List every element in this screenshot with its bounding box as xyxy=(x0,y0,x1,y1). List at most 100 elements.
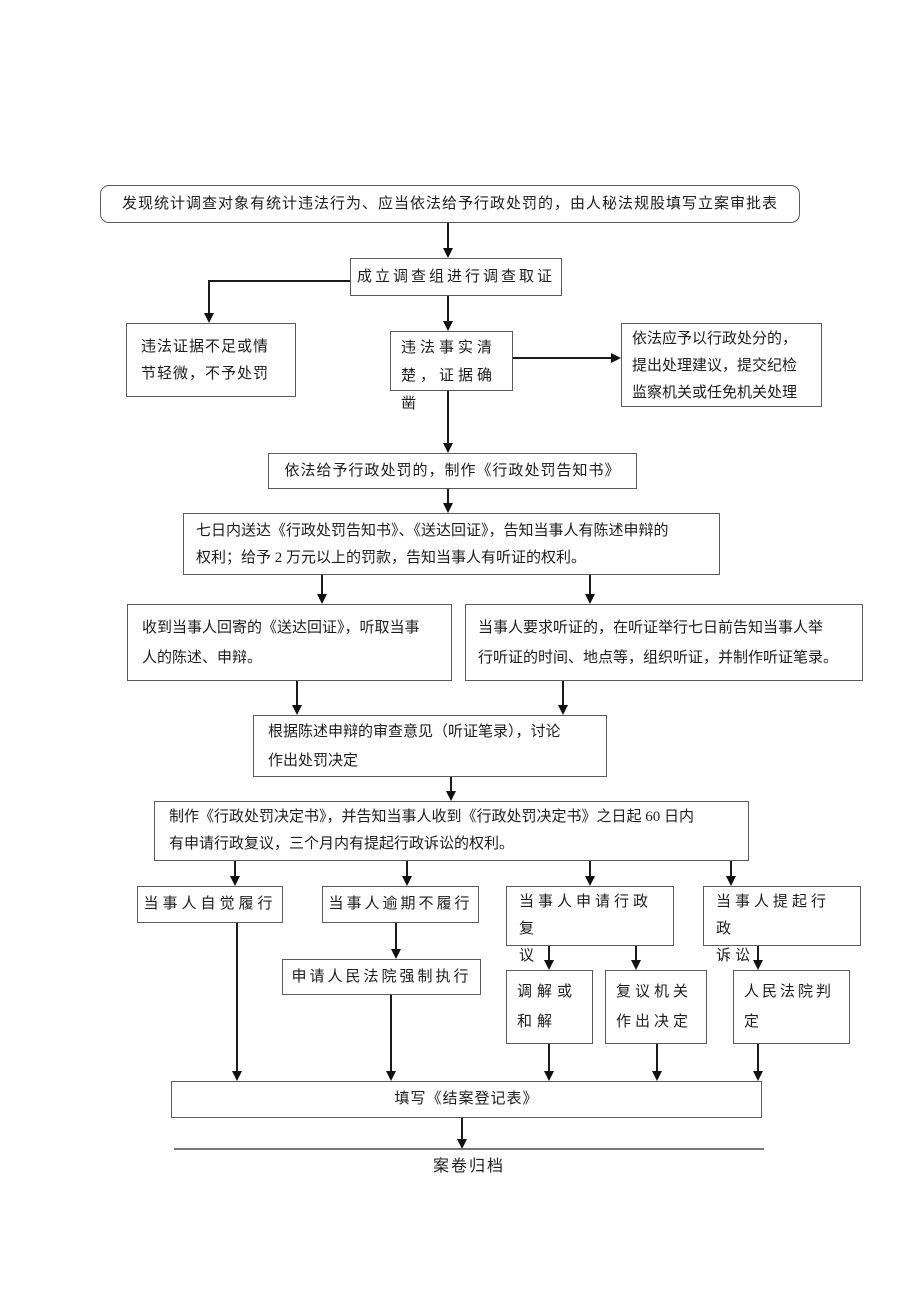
node-line: 行听证的时间、地点等，组织听证，并制作听证笔录。 xyxy=(478,650,839,666)
node-line: 当事人要求听证的，在听证举行七日前告知当事人举 xyxy=(478,620,824,636)
node-line: 定 xyxy=(744,1014,763,1030)
node-decision: 制作《行政处罚决定书》，并告知当事人收到《行政处罚决定书》之日起 60 日内 有… xyxy=(154,801,749,861)
node-comply: 当事人自觉履行 xyxy=(137,886,283,923)
node-line: 制作《行政处罚决定书》，并告知当事人收到《行政处罚决定书》之日起 60 日内 xyxy=(169,809,695,825)
arrowhead-down xyxy=(232,1071,242,1081)
arrowhead-down xyxy=(726,876,736,886)
connector-decision-comply xyxy=(234,861,236,877)
node-line: 提出处理建议，提交纪检 xyxy=(632,358,798,374)
connector-facts-notice xyxy=(447,391,449,444)
node-statement: 收到当事人回寄的《送达回证》，听取当事 人的陈述、申辩。 xyxy=(127,604,452,681)
connector-decision-litigation xyxy=(730,861,732,877)
node-line: 节轻微，不予处罚 xyxy=(141,366,270,382)
connector-decision-overdue xyxy=(406,861,408,877)
node-hearing: 当事人要求听证的，在听证举行七日前告知当事人举 行听证的时间、地点等，组织听证，… xyxy=(465,604,863,681)
connector-investigate-facts xyxy=(447,296,449,322)
arrowhead-down xyxy=(457,1139,467,1149)
node-line: 违法证据不足或情 xyxy=(141,339,270,355)
connector-investigate-nopenalty-v xyxy=(208,280,210,314)
archive-divider-line xyxy=(174,1148,764,1150)
arrowhead-down xyxy=(652,1071,662,1081)
arrowhead-down xyxy=(585,876,595,886)
node-filing: 发现统计调查对象有统计违法行为、应当依法给予行政处罚的，由人秘法规股填写立案审批… xyxy=(100,185,800,223)
node-notice: 依法给予行政处罚的，制作《行政处罚告知书》 xyxy=(268,453,637,489)
connector-enforce-close xyxy=(390,995,392,1073)
node-line: 当事人提起行政 xyxy=(716,894,831,937)
node-mediate: 调解或 和解 xyxy=(506,970,593,1044)
arrowhead-down xyxy=(386,1071,396,1081)
node-enforce: 申请人民法院强制执行 xyxy=(282,959,481,995)
arrowhead-down xyxy=(317,594,327,604)
arrowhead-down xyxy=(391,949,401,959)
connector-reconsideration-mediate xyxy=(548,946,550,962)
node-line: 复议机关 xyxy=(616,984,693,1000)
archive-label: 案卷归档 xyxy=(432,1158,505,1175)
node-line: 议 xyxy=(519,948,539,964)
node-line: 收到当事人回寄的《送达回证》，听取当事 xyxy=(142,620,420,636)
connector-decision-reconsideration xyxy=(589,861,591,877)
arrowhead-down xyxy=(558,705,568,715)
arrowhead-down xyxy=(585,594,595,604)
node-line: 七日内送达《行政处罚告知书》、《送达回证》，告知当事人有陈述申辩的 xyxy=(196,523,669,539)
connector-notice-deliver xyxy=(447,489,449,504)
arrowhead-right xyxy=(611,353,621,363)
node-overdue: 当事人逾期不履行 xyxy=(322,886,479,923)
arrowhead-down xyxy=(443,321,453,331)
arrowhead-down xyxy=(443,503,453,513)
connector-filing-investigate xyxy=(447,223,449,249)
connector-statement-review xyxy=(296,681,298,706)
node-no-penalty: 违法证据不足或情 节轻微，不予处罚 xyxy=(126,323,296,397)
node-line: 人民法院判 xyxy=(744,984,835,1000)
arrowhead-down xyxy=(631,960,641,970)
node-discipline: 依法应予以行政处分的， 提出处理建议，提交纪检 监察机关或任免机关处理 xyxy=(621,323,822,407)
arrowhead-down xyxy=(753,960,763,970)
connector-comply-close xyxy=(236,923,238,1073)
node-line: 作出处罚决定 xyxy=(268,753,359,769)
node-deliver: 七日内送达《行政处罚告知书》、《送达回证》，告知当事人有陈述申辩的 权利；给予 … xyxy=(183,513,720,575)
arrowhead-down xyxy=(443,443,453,453)
node-line: 调解或 xyxy=(517,984,578,1000)
node-facts-clear: 违法事实清 楚，证据确凿 xyxy=(390,331,513,412)
connector-court-close xyxy=(757,1044,759,1073)
connector-review-decision xyxy=(450,777,452,792)
arrowhead-down xyxy=(544,960,554,970)
arrowhead-down xyxy=(753,1071,763,1081)
node-line: 和解 xyxy=(517,1014,558,1030)
connector-investigate-nopenalty-h xyxy=(208,280,350,282)
node-line: 权利；给予 2 万元以上的罚款，告知当事人有听证的权利。 xyxy=(196,550,587,566)
connector-deliver-hearing xyxy=(589,575,591,595)
node-court-ruling: 人民法院判 定 xyxy=(733,970,850,1044)
connector-recondecision-close xyxy=(656,1044,658,1073)
arrowhead-down xyxy=(544,1071,554,1081)
connector-litigation-court xyxy=(757,946,759,962)
arrowhead-down xyxy=(292,705,302,715)
arrowhead-down xyxy=(443,248,453,258)
connector-deliver-statement xyxy=(321,575,323,595)
connector-reconsideration-recondecision xyxy=(635,946,637,962)
connector-facts-discipline xyxy=(513,357,612,359)
node-investigate: 成立调查组进行调查取证 xyxy=(350,258,562,296)
node-line: 有申请行政复议，三个月内有提起行政诉讼的权利。 xyxy=(169,836,515,852)
arrowhead-down xyxy=(230,876,240,886)
node-line: 违法事实清 xyxy=(401,340,497,356)
connector-hearing-review xyxy=(562,681,564,706)
node-review: 根据陈述申辩的审查意见（听证笔录），讨论 作出处罚决定 xyxy=(253,715,607,777)
node-close-case: 填写《结案登记表》 xyxy=(171,1081,762,1118)
connector-mediate-close xyxy=(548,1044,550,1073)
node-line: 人的陈述、申辩。 xyxy=(142,650,263,666)
node-line: 楚，证据确凿 xyxy=(401,368,497,412)
connector-overdue-enforce xyxy=(395,923,397,951)
node-recon-decision: 复议机关 作出决定 xyxy=(605,970,707,1044)
arrowhead-down xyxy=(204,313,214,323)
arrowhead-down xyxy=(402,876,412,886)
arrowhead-down xyxy=(446,791,456,801)
node-line: 根据陈述申辩的审查意见（听证笔录），讨论 xyxy=(268,724,561,740)
node-litigation: 当事人提起行政 诉讼 xyxy=(703,886,861,964)
node-reconsideration: 当事人申请行政复 议 xyxy=(506,886,674,964)
node-line: 诉讼 xyxy=(716,948,755,964)
node-line: 当事人申请行政复 xyxy=(519,894,653,937)
node-line: 依法应予以行政处分的， xyxy=(632,331,798,347)
node-line: 作出决定 xyxy=(616,1014,693,1030)
node-line: 监察机关或任免机关处理 xyxy=(632,385,798,401)
